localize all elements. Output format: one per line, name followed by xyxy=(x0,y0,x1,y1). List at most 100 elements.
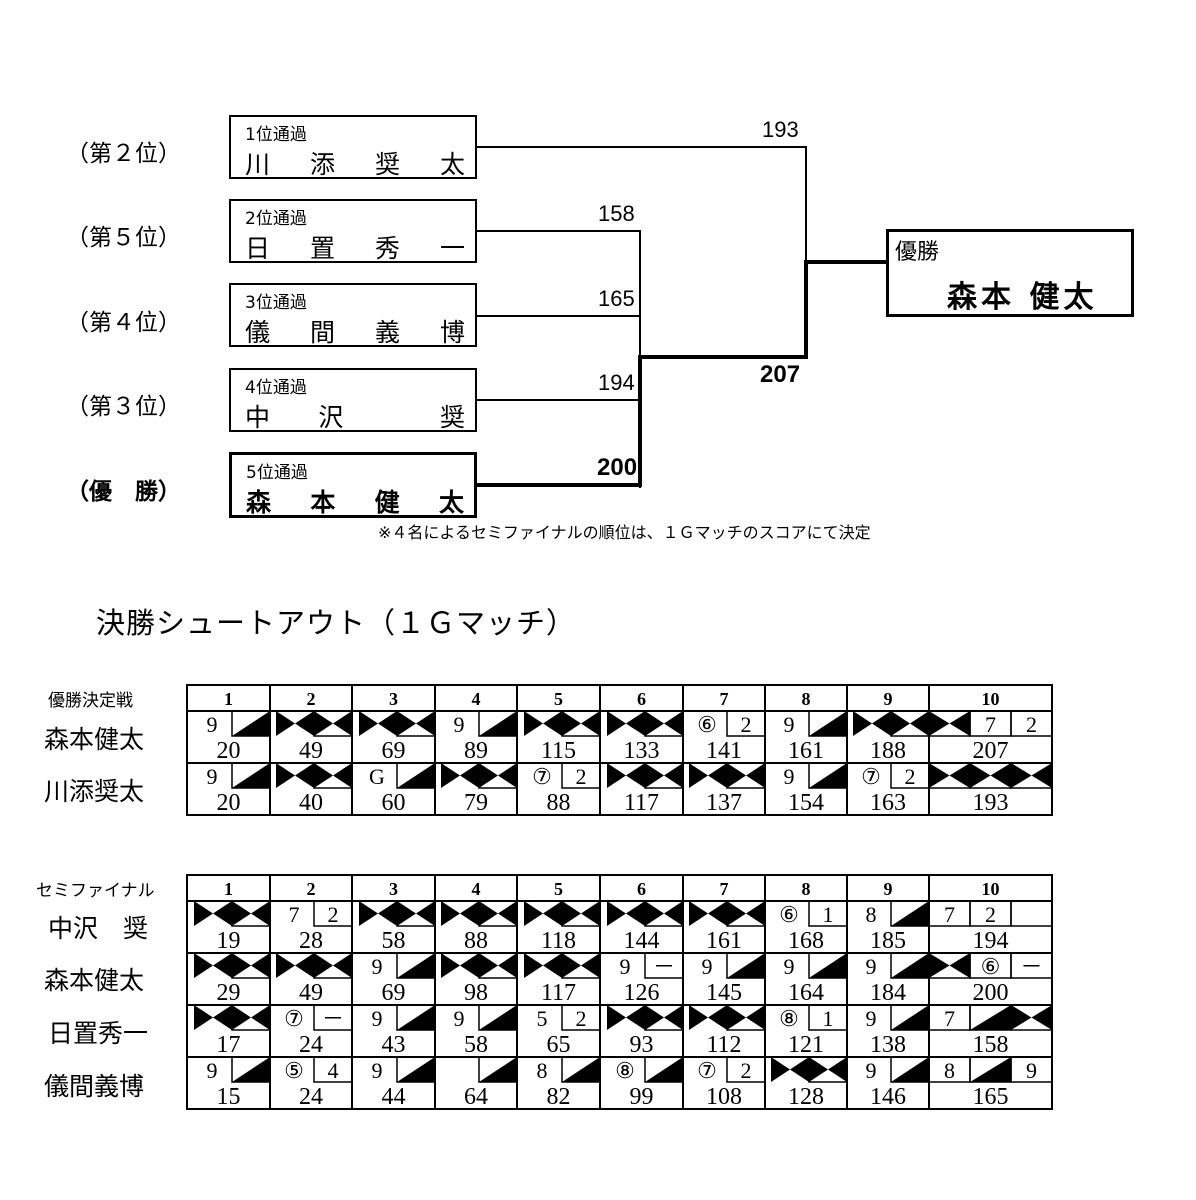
strike-mark xyxy=(891,711,929,736)
frame-total: 168 xyxy=(788,928,824,954)
champion-box: 優勝 森本 健太 xyxy=(886,229,1134,317)
strike-mark xyxy=(314,953,352,978)
frame-total: 24 xyxy=(299,1084,323,1110)
frame-total: 185 xyxy=(870,928,906,954)
name-char: 森 xyxy=(246,488,272,517)
ball-mark: － xyxy=(322,1006,344,1031)
player-name: 川 添 奨 太 xyxy=(245,145,465,181)
player-name-semi-1: 中沢 奨 xyxy=(48,914,149,943)
strike-mark xyxy=(441,763,479,788)
qualifier-label: 2位通過 xyxy=(245,209,307,229)
ball-mark: 8 xyxy=(866,902,877,927)
frame-number: 7 xyxy=(720,689,729,709)
frame-number: 2 xyxy=(307,879,316,899)
strike-mark xyxy=(359,901,397,926)
frame-total: 82 xyxy=(547,1084,571,1110)
ball-mark: 9 xyxy=(866,954,877,979)
score-entry-5: 200 xyxy=(597,454,638,481)
frame-total: 79 xyxy=(464,790,488,816)
ball-mark: 5 xyxy=(537,1006,548,1031)
qualifier-label: 1位通過 xyxy=(245,125,307,145)
ball-mark: 7 xyxy=(985,712,996,737)
strike-mark xyxy=(232,901,270,926)
frame-total: 184 xyxy=(870,980,906,1006)
qualifier-label: 4位通過 xyxy=(245,378,307,398)
frame-total: 207 xyxy=(973,738,1009,764)
ball-box xyxy=(1010,952,1053,979)
strike-mark xyxy=(929,711,970,736)
spare-mark xyxy=(479,1057,517,1082)
ball-mark: － xyxy=(653,954,675,979)
ball-mark: ⑧ xyxy=(615,1058,635,1083)
spare-mark xyxy=(232,711,270,736)
strike-mark xyxy=(607,763,645,788)
spare-mark xyxy=(891,953,929,978)
frame-total: 40 xyxy=(299,790,323,816)
player-name: 森 本 健 太 xyxy=(246,483,464,519)
frame-total: 164 xyxy=(788,980,824,1006)
strike-mark xyxy=(194,953,232,978)
game-title-final: 優勝決定戦 xyxy=(48,691,133,711)
frame-total: 43 xyxy=(382,1032,406,1058)
frame-total: 28 xyxy=(299,928,323,954)
player-name-final-2: 川添奨太 xyxy=(44,777,145,806)
ball-box xyxy=(808,1004,848,1031)
name-char: 儀 xyxy=(245,318,271,347)
frame-total: 58 xyxy=(464,1032,488,1058)
ball-mark: G xyxy=(369,764,385,789)
frame-total: 118 xyxy=(541,928,576,954)
player-box-3: 3位通過 儀 間 義 博 xyxy=(229,283,477,347)
rank-label-2: （第５位） xyxy=(66,225,181,251)
frame-total: 128 xyxy=(788,1084,824,1110)
frame-total: 15 xyxy=(217,1084,241,1110)
name-char: 奨 xyxy=(374,150,400,179)
spare-mark xyxy=(891,1005,929,1030)
frame-total: 98 xyxy=(464,980,488,1006)
strike-mark xyxy=(727,1005,765,1030)
frame-total: 99 xyxy=(630,1084,654,1110)
rank-label-1: （第２位） xyxy=(66,141,181,167)
frame-total: 200 xyxy=(973,980,1009,1006)
frame-number: 10 xyxy=(982,689,1000,709)
frame-total: 115 xyxy=(541,738,576,764)
strike-mark xyxy=(479,901,517,926)
ball-mark: 2 xyxy=(741,712,752,737)
frame-total: 161 xyxy=(788,738,824,764)
ball-mark: 9 xyxy=(372,1058,383,1083)
score-entry-2: 158 xyxy=(598,201,635,226)
spare-mark xyxy=(809,953,847,978)
frame-total: 193 xyxy=(973,790,1009,816)
strike-mark xyxy=(771,1057,809,1082)
strike-mark xyxy=(727,901,765,926)
bracket-lines xyxy=(477,146,888,488)
ball-mark: 2 xyxy=(905,764,916,789)
final-score: 207 xyxy=(760,361,801,388)
ball-mark: 9 xyxy=(454,1006,465,1031)
strike-mark xyxy=(645,711,683,736)
champion-label: 優勝 xyxy=(895,240,940,265)
ball-mark: 9 xyxy=(207,764,218,789)
frame-total: 108 xyxy=(706,1084,742,1110)
frame-number: 8 xyxy=(802,689,811,709)
ball-mark: 9 xyxy=(207,1058,218,1083)
strike-mark xyxy=(276,763,314,788)
ball-box xyxy=(313,1004,353,1031)
ball-mark: 7 xyxy=(944,902,955,927)
frame-number: 9 xyxy=(884,689,893,709)
strike-mark xyxy=(194,901,232,926)
rank-label-3: （第４位） xyxy=(66,310,181,336)
ball-box xyxy=(726,1056,766,1083)
rank-label-5: （優 勝） xyxy=(66,479,181,505)
frame-total: 64 xyxy=(464,1084,488,1110)
spare-mark xyxy=(891,901,929,926)
name-char: 日 xyxy=(245,234,271,263)
frame-total: 112 xyxy=(706,1032,741,1058)
frame-total: 69 xyxy=(382,738,406,764)
frame-total: 93 xyxy=(630,1032,654,1058)
strike-mark xyxy=(929,953,970,978)
name-char: 太 xyxy=(438,488,464,517)
frame-total: 137 xyxy=(706,790,742,816)
ball-mark: 9 xyxy=(620,954,631,979)
ball-mark: 8 xyxy=(537,1058,548,1083)
